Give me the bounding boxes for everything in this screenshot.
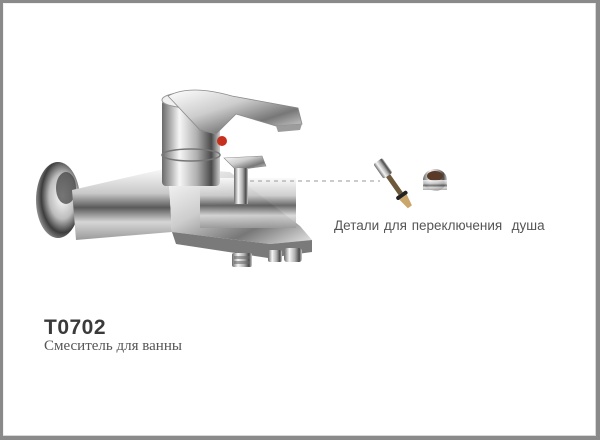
diverter-parts [374,158,447,209]
diverter-knob [223,155,267,204]
product-code: T0702 [44,316,107,339]
wall-flange [36,162,80,238]
lever-handle [167,89,303,135]
spout-outlets [232,248,302,267]
hot-indicator [217,136,227,146]
diverter-parts-label: Детали для переключения душа [334,218,545,233]
product-description: Смеситель для ванны [44,338,182,354]
